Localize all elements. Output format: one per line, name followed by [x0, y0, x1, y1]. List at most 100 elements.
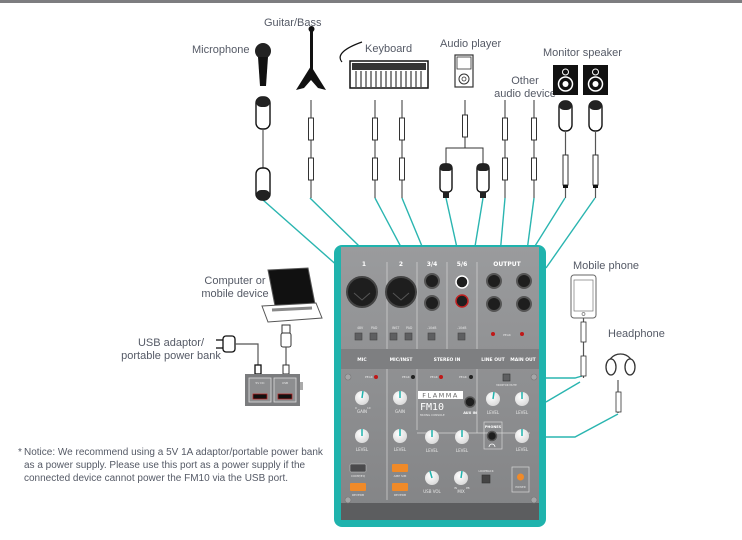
gain-knob-1[interactable] [355, 390, 369, 405]
level-label-2: LEVEL [394, 447, 407, 452]
screw-icon [530, 496, 538, 504]
xlr-cable-icon [255, 96, 271, 201]
jack-cable-audio-player [445, 100, 484, 165]
jack-cables [308, 100, 537, 198]
switch-10db-34[interactable] [427, 332, 436, 341]
usb-port[interactable] [277, 393, 293, 400]
line-out-peak-led [491, 332, 495, 336]
level-knob-56[interactable] [455, 430, 469, 444]
section-line-out: LINE OUT [481, 357, 505, 363]
channel-56-label: 5/6 [457, 261, 468, 268]
loopback-label: LOOPBACK [478, 469, 493, 473]
mix-knob[interactable] [454, 470, 468, 485]
section-mic: MIC [357, 357, 367, 363]
jack-4-r[interactable] [424, 295, 440, 311]
peak-label-ch2: PEAK [402, 375, 411, 379]
line-out-l-jack[interactable] [486, 273, 502, 289]
level-label-34: LEVEL [426, 448, 439, 453]
line-out-level-knob[interactable] [486, 391, 500, 406]
combo-jack-1[interactable] [346, 276, 378, 308]
loopback-button[interactable] [481, 474, 491, 484]
label-computer-line2: mobile device [201, 288, 269, 300]
brand-plate [418, 391, 463, 399]
monitor-speaker-left-icon [553, 65, 578, 95]
channel-1-label: 1 [362, 261, 366, 268]
power-button[interactable] [517, 473, 524, 481]
cable-mic [262, 199, 341, 269]
level-knob-2[interactable] [393, 429, 407, 443]
switch-10db-56[interactable] [457, 332, 466, 341]
switch-48v[interactable] [354, 332, 363, 341]
aux-in-label: AUX IN [463, 411, 477, 415]
main-out-r-jack[interactable] [516, 296, 532, 312]
jack-cable-other-r [531, 100, 537, 198]
level-label-1: LEVEL [356, 447, 369, 452]
level-label-56: LEVEL [456, 448, 469, 453]
power-label: POWER [515, 485, 525, 489]
audio-player-icon [454, 54, 474, 88]
switch-pad-2[interactable] [404, 332, 413, 341]
main-out-level-knob[interactable] [515, 392, 529, 406]
label-audio-player: Audio player [440, 38, 502, 50]
label-other-line1: Other [511, 75, 539, 87]
reverb-button-2[interactable] [392, 483, 408, 491]
monitor-cable-left [558, 100, 573, 198]
knobs [355, 390, 529, 485]
switch-inst[interactable] [389, 332, 398, 341]
jack-cable-guitar [308, 100, 314, 198]
level-knob-34[interactable] [425, 430, 439, 444]
line-out-r-jack[interactable] [486, 296, 502, 312]
model-subtitle: MIXING CONSOLE [420, 413, 445, 417]
usb-vol-knob[interactable] [425, 470, 439, 485]
switch-pad-1[interactable] [369, 332, 378, 341]
top-border [0, 0, 742, 3]
switch-pad2-label: PAD [406, 326, 413, 330]
amp-sim-button[interactable] [392, 464, 408, 472]
knob-max-label: 10 [367, 406, 371, 410]
combo-jack-2[interactable] [385, 276, 417, 308]
level-label-lineout: LEVEL [487, 410, 500, 415]
brand-name: FLAMMA [422, 392, 459, 400]
rca-5-jack[interactable] [455, 275, 469, 289]
level-knob-1[interactable] [355, 429, 369, 443]
monitor-speaker-right-icon [583, 65, 608, 95]
jack-3-l[interactable] [424, 273, 440, 289]
gain-knob-2[interactable] [393, 391, 407, 405]
label-computer: Computer or mobile device [195, 275, 275, 301]
usb-cable-computer [280, 324, 292, 375]
label-mobile-phone: Mobile phone [573, 260, 640, 272]
ch1-peak-led [374, 375, 378, 379]
ch56-peak-led [469, 375, 473, 379]
aux-in-jack[interactable] [464, 396, 476, 408]
screw-icon [530, 373, 538, 381]
headphone-icon [605, 353, 636, 413]
fm10-mixer: 1 2 3/4 5/6 OUTPUT 48V PAD IN [334, 245, 546, 527]
rca-plug-left-icon [439, 163, 453, 198]
section-stereo-in: STEREO IN [434, 357, 461, 363]
guitar-icon [296, 26, 326, 90]
microphone-icon [255, 43, 271, 86]
rca-6-jack[interactable] [455, 294, 469, 308]
phones-jack[interactable] [486, 430, 498, 442]
gain-label-2: GAIN [395, 409, 405, 414]
phones-level-knob[interactable] [515, 429, 529, 443]
model-name: FM10 [420, 402, 444, 413]
monitor-mute-button[interactable] [502, 373, 511, 382]
screw-icon [344, 373, 352, 381]
comp-eq-button[interactable] [349, 463, 367, 473]
switch-48v-label: 48V [357, 326, 364, 330]
section-mic-inst: MIC/INST [390, 357, 414, 363]
label-usb-line1: USB adaptor/ [137, 337, 205, 349]
power-notice: * Notice: We recommend using a 5V 1A ada… [18, 446, 324, 485]
power-port[interactable] [252, 393, 268, 400]
reverb-button-1[interactable] [350, 483, 366, 491]
label-usb-adaptor: USB adaptor/ portable power bank [116, 337, 226, 363]
headphone-symbol-icon [488, 443, 496, 448]
usb-vol-label: USB VOL [423, 489, 441, 494]
label-computer-line1: Computer or [204, 275, 266, 287]
peak-label-ch34: PEAK [430, 375, 439, 379]
main-out-l-jack[interactable] [516, 273, 532, 289]
channel-34-label: 3/4 [427, 261, 438, 268]
mix-pb-label: PB [466, 486, 470, 490]
port-label-power: 5V DC [255, 381, 264, 385]
